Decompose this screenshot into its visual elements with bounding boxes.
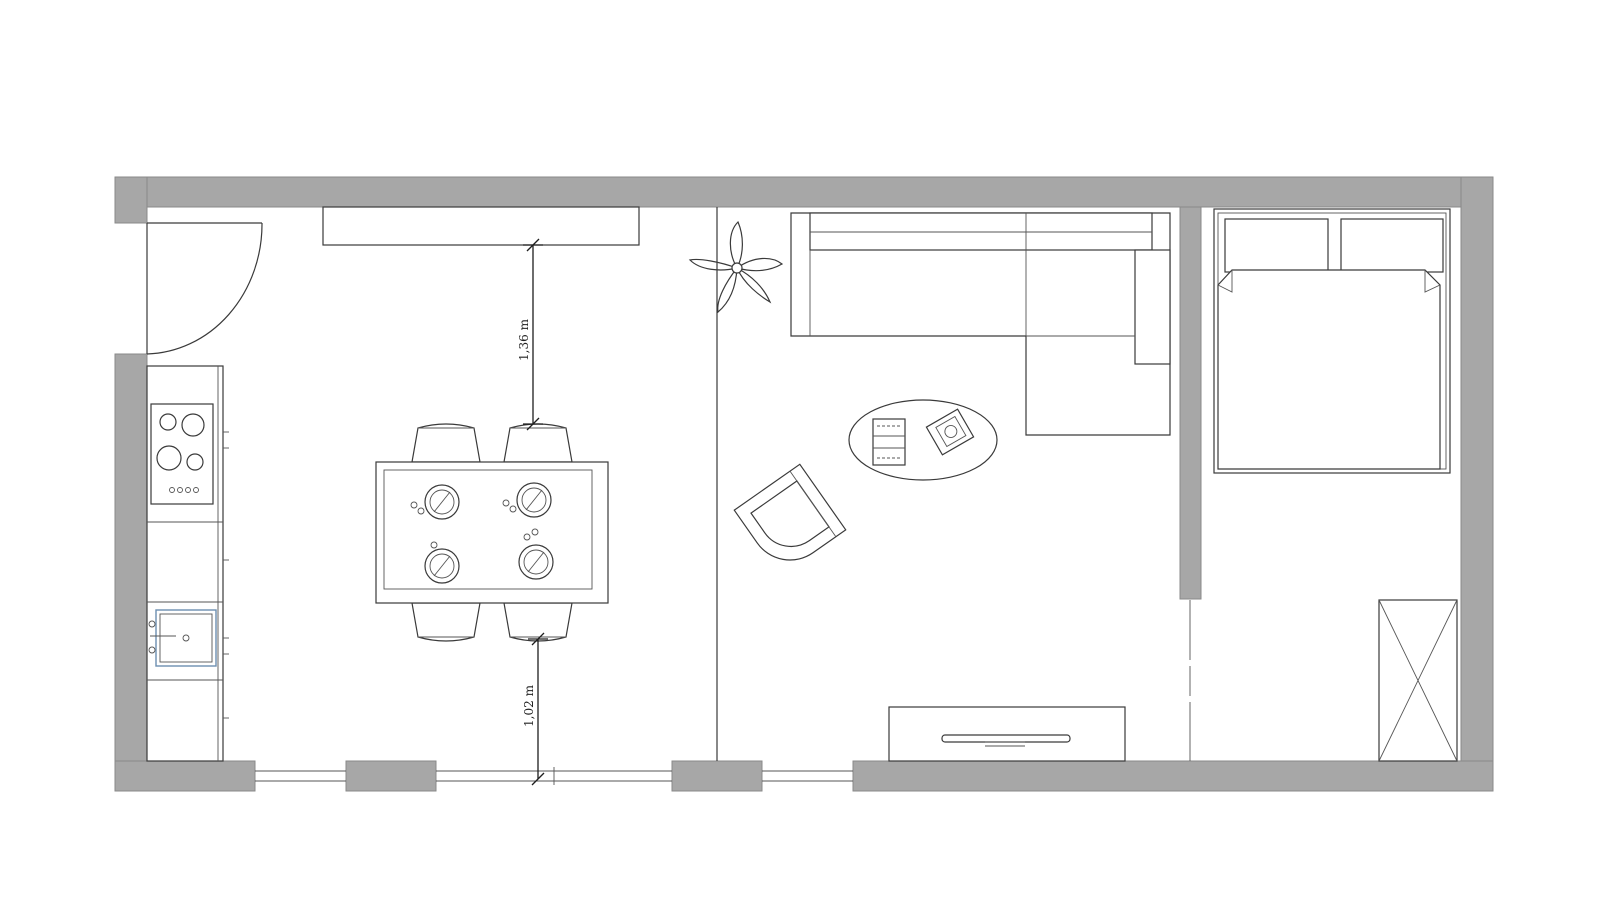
plate-icon — [410, 484, 460, 520]
dining-table — [375, 461, 609, 604]
kitchen-sink — [148, 609, 217, 667]
window-left — [255, 770, 346, 782]
dimension-table-to-window: 1,02 m — [522, 632, 548, 786]
dining-chair — [503, 423, 573, 463]
bottom-wall-left — [114, 760, 256, 792]
plate-icon — [518, 528, 554, 580]
plate-icon — [502, 482, 552, 518]
dining-set — [375, 423, 609, 642]
coffee-table — [848, 399, 998, 481]
bottom-wall-pier-2 — [671, 760, 763, 792]
tv-stand — [888, 706, 1126, 762]
plant-icon — [688, 220, 784, 314]
dimension-label: 1,02 m — [522, 684, 536, 727]
bedroom-partition-wall — [1179, 206, 1202, 600]
book-icon — [872, 418, 906, 466]
burner-icon — [159, 413, 177, 431]
dimension-label: 1,36 m — [517, 318, 531, 361]
top-wall — [114, 176, 1494, 208]
burner-icon — [181, 413, 205, 437]
l-shaped-sofa — [790, 212, 1171, 436]
walls — [114, 176, 1494, 792]
armchair — [733, 463, 847, 561]
burner-icon — [186, 453, 204, 471]
duvet — [1217, 269, 1441, 470]
wall-shelf — [322, 206, 640, 246]
window-right — [762, 770, 853, 782]
cabinet-handles — [223, 431, 229, 719]
dining-chair — [503, 602, 573, 642]
bottom-wall-right — [852, 760, 1494, 792]
plate-icon — [424, 541, 460, 584]
dimension-table-to-counter: 1,36 m — [517, 238, 543, 431]
cooktop — [150, 403, 214, 505]
left-wall-upper — [114, 176, 148, 224]
bed — [1213, 208, 1451, 474]
windows — [255, 767, 853, 785]
right-wall — [1460, 176, 1494, 792]
dining-chair — [411, 602, 481, 642]
magazine-icon — [925, 408, 975, 456]
left-wall-lower — [114, 353, 148, 792]
burner-icon — [156, 445, 182, 471]
window-middle — [436, 767, 672, 785]
wardrobe — [1378, 599, 1458, 762]
bottom-wall-pier-1 — [345, 760, 437, 792]
entrance-door — [146, 222, 263, 355]
dining-chair — [411, 423, 481, 463]
